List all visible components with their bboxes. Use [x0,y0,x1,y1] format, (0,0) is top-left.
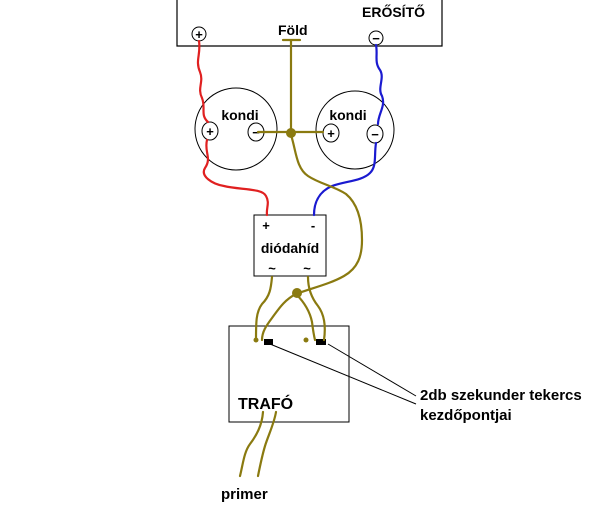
ground-label: Föld [278,22,308,38]
annotation-line2: kezdőpontjai [420,407,512,424]
negative-wire [312,43,385,217]
junction-dot [253,337,259,343]
ground-symbol [281,38,302,133]
diode-bridge-title: diódahíd [261,240,319,256]
primary-wire [238,410,278,478]
capacitor-plus-terminal: + [201,121,219,141]
capacitor-label: kondi [329,107,366,123]
capacitor-minus-terminal: − [366,124,384,144]
annotation-pointers [269,343,417,405]
bridge-ac-left-symbol: ~ [268,261,276,276]
ground-to-transformer-wire [289,133,364,296]
capacitor-plus-terminal: + [322,123,340,143]
junction-dot [286,128,296,138]
junction-dot [292,288,302,298]
transformer-box [228,325,350,423]
junction-dots [253,128,309,343]
diode-bridge-box [253,214,327,277]
bridge-plus-symbol: + [262,218,270,233]
diode-bridge: + - diódahíd ~ ~ [253,214,327,277]
capacitor-minus-symbol: − [371,127,379,142]
capacitor-label: kondi [221,107,258,123]
primary-label: primer [221,486,268,503]
secondary-winding-start-marker [264,339,273,345]
transformer: TRAFÓ [228,325,350,423]
ac-left-wire [254,275,274,342]
annotation-pointer-line [269,343,417,405]
junction-dot [303,337,309,343]
positive-wire [196,39,269,217]
transformer-title: TRAFÓ [238,394,293,413]
annotation-line1: 2db szekunder tekercs [420,387,582,404]
capacitor-plus-symbol: + [206,124,214,139]
secondary-winding-start-marker [316,339,326,345]
ac-right-wire [306,275,326,342]
transformer-center-tap-wire [260,292,317,342]
capacitor-body [194,87,278,171]
bridge-minus-symbol: - [311,218,315,233]
amplifier-minus-symbol: − [372,31,380,46]
amplifier: ERŐSÍTŐ Föld + − [176,0,443,47]
amplifier-plus-symbol: + [195,27,203,42]
annotation-pointer-line [327,343,417,397]
bridge-ac-right-symbol: ~ [303,261,311,276]
capacitor-right: kondi + − [315,90,395,170]
capacitor-minus-symbol: − [252,125,260,140]
amplifier-title: ERŐSÍTŐ [362,3,425,20]
capacitor-plus-symbol: + [327,126,335,141]
capacitor-left: kondi + − [194,87,278,171]
